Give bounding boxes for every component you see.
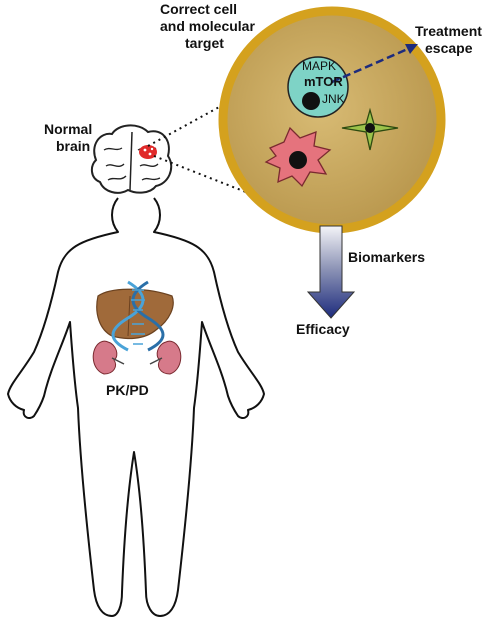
brain-label-line2: brain xyxy=(56,138,90,154)
pathway-mtor: mTOR xyxy=(304,74,343,89)
pathway-jnk: JNK xyxy=(322,92,345,106)
pkpd-label: PK/PD xyxy=(106,382,149,398)
escape-label-line2: escape xyxy=(425,40,473,56)
brain-label-line1: Normal xyxy=(44,121,92,137)
target-label-line1: Correct cell xyxy=(160,1,237,17)
cell-membrane xyxy=(218,6,446,234)
zoom-lines xyxy=(147,99,257,197)
target-label-line2: and molecular xyxy=(160,18,255,34)
efficacy-label: Efficacy xyxy=(296,321,350,337)
dna-helix-icon xyxy=(111,280,165,352)
biomarkers-label: Biomarkers xyxy=(348,249,425,265)
brain-illustration xyxy=(90,124,173,194)
human-body-outline xyxy=(7,197,265,617)
labels: Correct cell and molecular target Treatm… xyxy=(44,1,482,398)
escape-label-line1: Treatment xyxy=(415,23,482,39)
target-label-line3: target xyxy=(185,35,224,51)
cell-zoom xyxy=(218,6,446,234)
pathway-mapk: MAPK xyxy=(302,59,336,73)
nucleus-core xyxy=(302,92,320,110)
kidneys-illustration xyxy=(92,340,182,375)
biomarker-arrow xyxy=(306,225,356,319)
